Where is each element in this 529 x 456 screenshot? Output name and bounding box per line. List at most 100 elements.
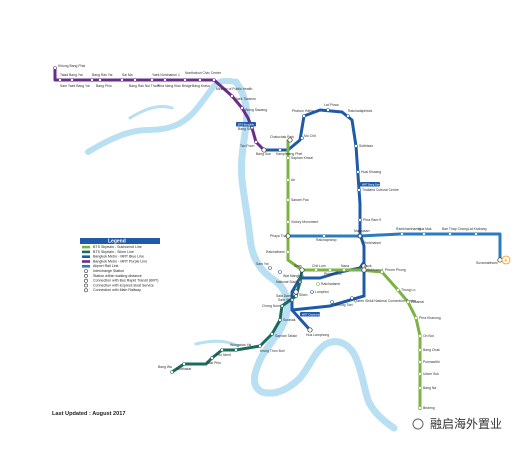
watermark: 融启海外置业 — [412, 416, 502, 431]
station: Lat Phrao — [324, 103, 339, 112]
station-marker — [302, 114, 306, 118]
river — [194, 339, 240, 348]
station: Mo Chit — [300, 134, 316, 140]
station-marker — [418, 348, 422, 352]
station: Punnawithi — [418, 360, 440, 364]
last-updated: Last Updated : August 2017 — [52, 411, 125, 417]
station-marker — [298, 280, 302, 284]
walk-icon — [84, 274, 88, 278]
station: Sam Yot — [256, 262, 272, 270]
interchange-marker — [497, 257, 503, 263]
legend-label: Connection with Main Railway — [93, 288, 141, 292]
station: Saphan Taksin — [270, 332, 297, 338]
station-label: Tao Poon — [240, 144, 254, 148]
station-marker — [258, 344, 262, 348]
legend-label: Bangkok Metro - MRT Blue Line — [93, 255, 144, 259]
station: Hua Mak — [418, 227, 432, 236]
legend-label: BTS Skytrain - Silom Line — [93, 250, 134, 254]
station: Victory Monument — [286, 220, 318, 224]
station-marker — [326, 108, 330, 112]
station: Phloen Chit — [324, 268, 342, 276]
station: Bang Chak — [418, 348, 440, 352]
station-marker — [230, 94, 234, 98]
station-label: Ratchathewi — [266, 250, 285, 254]
station-marker — [294, 294, 298, 298]
station-marker — [234, 348, 238, 352]
station: Thong Lo — [396, 288, 415, 292]
station-badge: BTS Bangkok — [236, 122, 256, 127]
station-label: Wutthakat — [176, 367, 191, 371]
river — [85, 77, 239, 155]
station-label: Bang Kraso — [192, 84, 210, 88]
station-label: Phetchaburi — [363, 241, 381, 245]
station: Krung Thon Buri — [258, 344, 285, 353]
station-label: Chong Nonsi — [262, 304, 282, 308]
station: Queen Sirikit National Convention Centre — [350, 296, 416, 303]
station-label: Hua Lamphong — [306, 333, 329, 337]
station-label: On Nut — [423, 334, 434, 338]
station-label: Victory Monument — [291, 220, 318, 224]
station-marker — [58, 78, 62, 82]
legend-item: BTS Skytrain - Silom Line — [82, 250, 134, 254]
station: Nana — [341, 264, 349, 272]
station-label: Sam Yaek Bang Yai — [60, 84, 90, 88]
station-marker — [198, 78, 202, 82]
interchange-marker — [299, 267, 305, 273]
station-marker — [314, 268, 318, 272]
station-marker — [418, 386, 422, 390]
station-marker — [400, 232, 404, 236]
station-label: Phra Khanong — [419, 316, 441, 320]
station: Saphan Khwai — [286, 156, 313, 160]
station-marker — [342, 268, 346, 272]
station: Bang Phlu — [96, 78, 112, 88]
station-label: Chatuchak Park — [270, 135, 294, 139]
station-marker — [396, 288, 400, 292]
legend-item: Connection with Main Railway — [84, 288, 141, 292]
station-marker — [268, 266, 272, 270]
station-label: Ekkamai — [411, 300, 424, 304]
station-label: Pho Nimit — [216, 353, 231, 357]
station-label: Phahon Yothin — [292, 109, 314, 113]
station-label: Sai Ma — [122, 73, 133, 77]
station: Bang Son — [238, 126, 254, 131]
legend: Legend BTS Skytrain - Sukhumvit LineBTS … — [80, 238, 160, 292]
station: Kamphaeng Phet — [276, 148, 302, 156]
legend-item: Connection with Bus Rapid Transit (BRT) — [84, 279, 158, 283]
station-marker — [286, 156, 290, 160]
station-label: Krung Thon Buri — [260, 349, 285, 353]
station-label: Sukhumvit — [367, 268, 383, 272]
station-marker — [286, 178, 290, 182]
station-marker — [286, 198, 290, 202]
station-label: Yaek Tiwanon — [235, 97, 256, 101]
station-label: Silom — [299, 293, 308, 297]
station-marker — [98, 78, 102, 82]
interchange-marker — [287, 137, 293, 143]
station-label: Lat Krabang — [468, 227, 487, 231]
station-marker — [290, 298, 294, 302]
station-label: Phloen Chit — [324, 272, 342, 276]
station-marker — [210, 356, 214, 360]
station-marker — [418, 360, 422, 364]
station: Bearing — [418, 406, 435, 410]
station-marker — [212, 78, 216, 82]
station: Wat Mangkon — [278, 270, 304, 278]
station-label: Kamphaeng Phet — [276, 152, 302, 156]
station-marker — [328, 268, 332, 272]
badge-label: MRT Chatuchak — [302, 312, 321, 316]
station-label: Lat Phrao — [324, 103, 339, 107]
legend-item: BTS Skytrain - Sukhumvit Line — [82, 245, 142, 249]
station: Yaek Tiwanon — [230, 94, 256, 101]
station: Ratchadamri — [316, 282, 340, 286]
river — [128, 104, 174, 120]
station-marker — [316, 282, 320, 286]
interchange-marker — [285, 233, 291, 239]
station-label: Sutthisan — [359, 144, 373, 148]
station: Hua Lamphong — [306, 327, 329, 337]
mrt-purple-line — [53, 68, 266, 152]
station: Pho Nimit — [216, 348, 231, 357]
station-marker — [278, 270, 282, 274]
airport-rail-link — [288, 232, 502, 260]
station: Bang Na — [418, 386, 436, 390]
station-label: Suvarnabhumi — [476, 261, 498, 265]
